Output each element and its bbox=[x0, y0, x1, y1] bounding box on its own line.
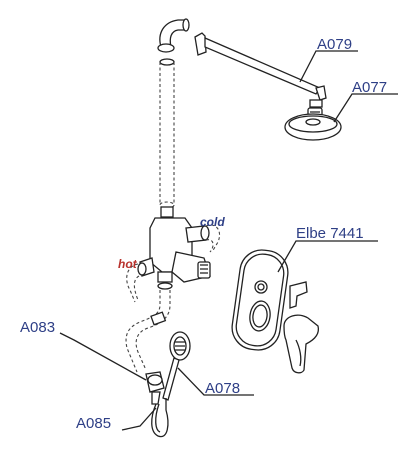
label-a085: A085 bbox=[76, 415, 111, 432]
vertical-riser-pipe bbox=[159, 58, 175, 209]
top-elbow-fitting bbox=[157, 18, 190, 53]
hand-shower bbox=[162, 331, 191, 401]
shower-head bbox=[284, 99, 342, 141]
shower-arm bbox=[194, 32, 327, 101]
label-a078: A078 bbox=[205, 380, 240, 397]
label-a083: A083 bbox=[20, 319, 55, 336]
wall-outlet-elbow bbox=[145, 371, 165, 393]
cold-label: cold bbox=[200, 215, 225, 229]
hot-label: hot bbox=[118, 257, 138, 271]
shower-hose bbox=[151, 391, 169, 438]
outlet-hose bbox=[125, 290, 171, 373]
leader-lines bbox=[59, 50, 398, 431]
mixer-body bbox=[137, 206, 211, 290]
hot-inlet-hose bbox=[126, 263, 140, 303]
label-a077: A077 bbox=[352, 79, 387, 96]
elbe-7441-trim-kit bbox=[231, 249, 320, 374]
label-elbe-7441: Elbe 7441 bbox=[296, 225, 364, 242]
cold-inlet-hose bbox=[205, 224, 221, 253]
label-a079: A079 bbox=[317, 36, 352, 53]
